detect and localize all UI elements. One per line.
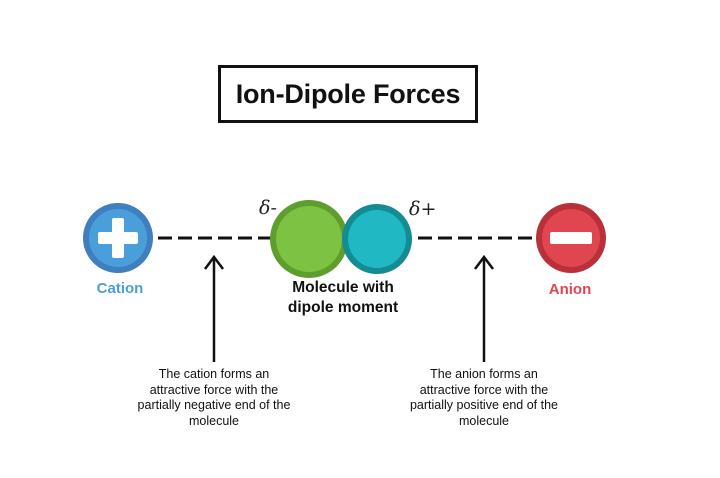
minus-icon bbox=[550, 232, 592, 244]
anion-note-line4: molecule bbox=[458, 413, 510, 428]
anion-ion bbox=[536, 203, 606, 273]
anion-arrow bbox=[474, 254, 494, 362]
anion-note: The anion forms an attractive force with… bbox=[384, 367, 584, 429]
cation-note: The cation forms an attractive force wit… bbox=[114, 367, 314, 429]
anion-label: Anion bbox=[548, 281, 592, 298]
cation-ion bbox=[83, 203, 153, 273]
dipole-molecule bbox=[270, 200, 412, 278]
anion-note-line3: partially positive end of the bbox=[409, 398, 558, 412]
anion-note-line1: The anion forms an bbox=[430, 367, 538, 381]
molecule-label-line2: dipole moment bbox=[287, 299, 399, 316]
molecule-label: Molecule with dipole moment bbox=[258, 278, 428, 318]
partial-positive-label: δ+ bbox=[409, 198, 437, 220]
cation-note-line1: The cation forms an bbox=[158, 367, 270, 381]
cation-note-line3: partially negative end of the bbox=[137, 398, 291, 412]
cation-label: Cation bbox=[96, 280, 144, 297]
cation-note-line2: attractive force with the bbox=[149, 382, 279, 397]
cation-note-line4: molecule bbox=[188, 413, 240, 428]
partial-negative-label: δ- bbox=[259, 197, 277, 219]
plus-icon bbox=[98, 218, 138, 258]
diagram-title: Ion-Dipole Forces bbox=[218, 65, 478, 123]
cation-arrow bbox=[204, 254, 224, 362]
anion-note-line2: attractive force with the bbox=[419, 382, 549, 397]
molecule-label-line1: Molecule with bbox=[292, 279, 394, 296]
